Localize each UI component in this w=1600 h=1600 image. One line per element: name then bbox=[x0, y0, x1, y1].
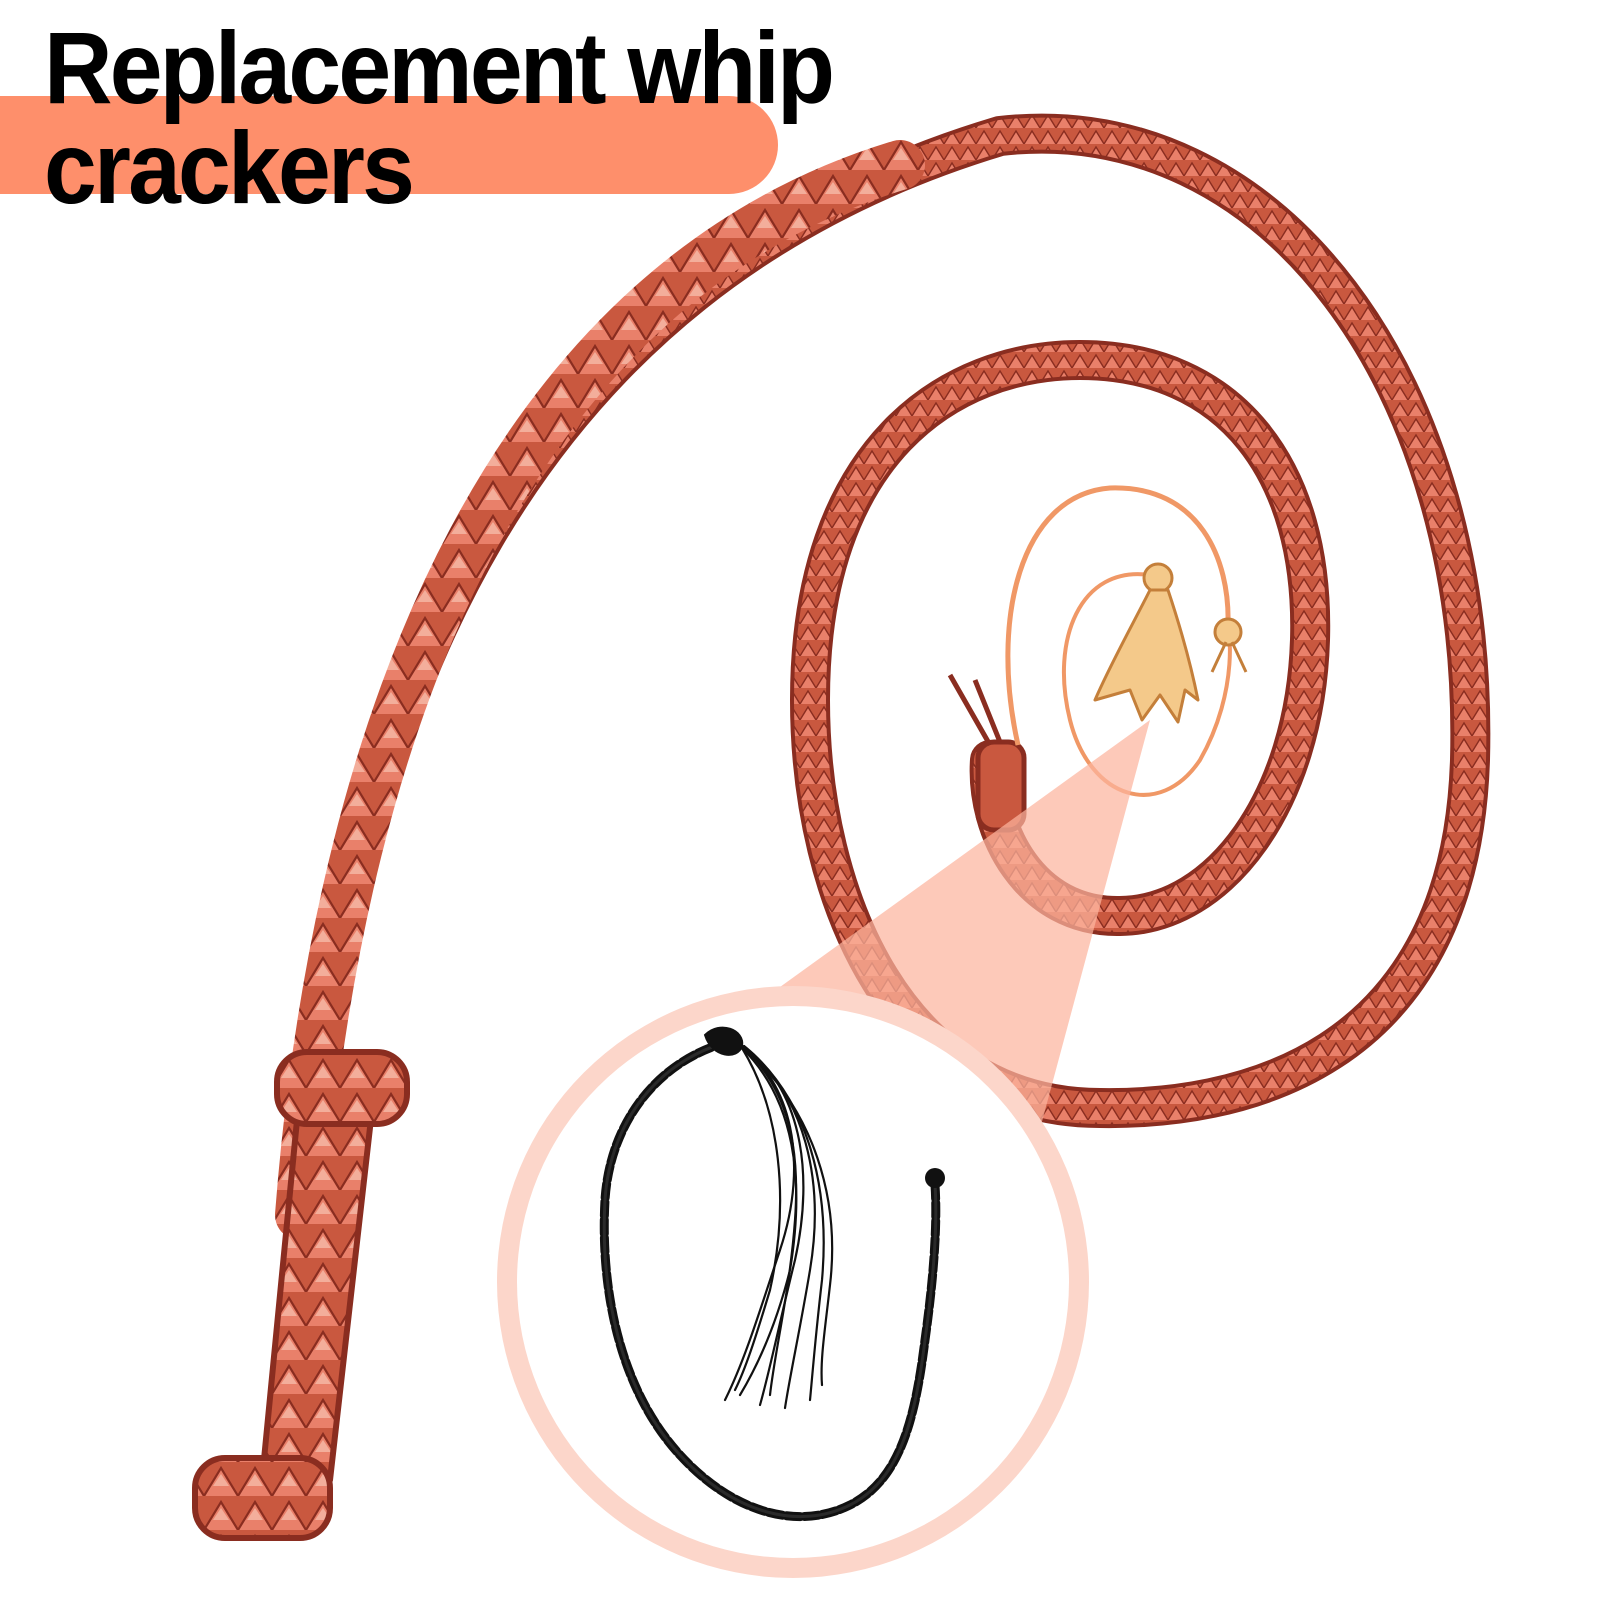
whip-handle-knot bbox=[274, 1049, 410, 1127]
bullwhip-illustration-icon bbox=[192, 113, 1491, 1541]
cracker-thin-loop bbox=[1005, 485, 1231, 746]
title-highlight-band bbox=[0, 96, 778, 194]
cracker-end-knot bbox=[925, 1168, 945, 1188]
whip-thong-upper-weave bbox=[275, 140, 925, 1240]
lens-glass bbox=[517, 1006, 1069, 1558]
magnifier-lens-icon bbox=[497, 986, 1089, 1578]
page-title-line-2: crackers bbox=[44, 111, 415, 225]
page-title: Replacement whip crackers bbox=[44, 11, 835, 225]
cracker-fringe bbox=[723, 1044, 834, 1410]
page-title-line-1: Replacement whip bbox=[44, 11, 835, 125]
whip-fall-strands bbox=[947, 673, 1003, 747]
whip-butt-knot bbox=[192, 1455, 333, 1541]
cracker-bead bbox=[1213, 617, 1243, 647]
replacement-cracker-icon bbox=[599, 1026, 945, 1521]
tassel-icon bbox=[1093, 588, 1200, 724]
tassel-knot bbox=[1142, 562, 1174, 594]
whip-handle bbox=[259, 1107, 375, 1483]
